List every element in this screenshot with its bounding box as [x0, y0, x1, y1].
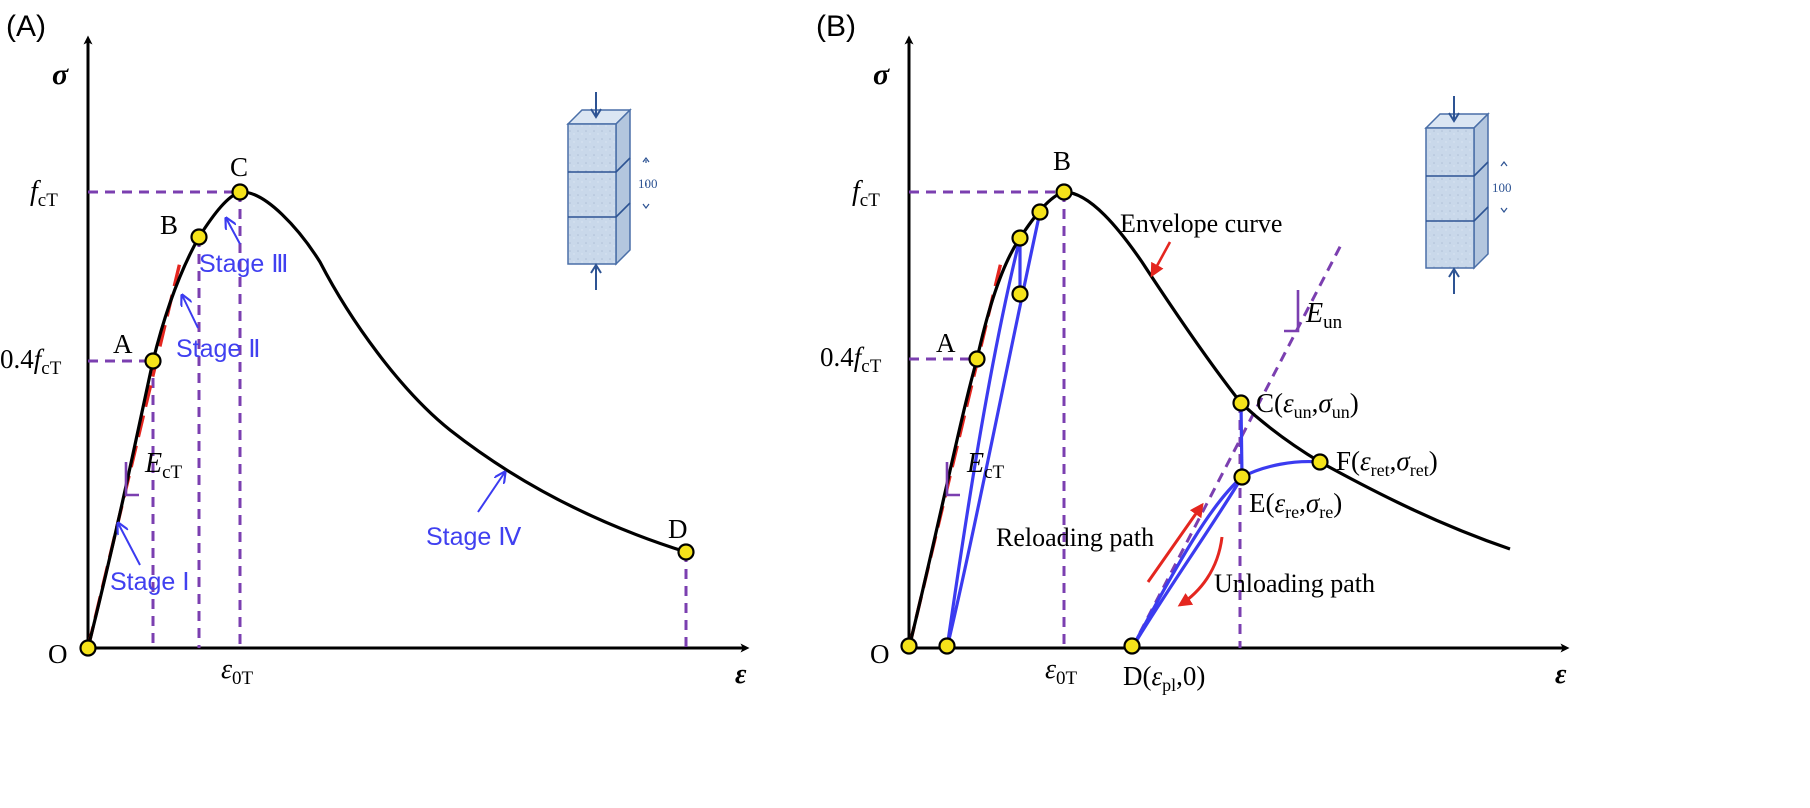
panel-b-unloading-label: Unloading path	[1214, 569, 1375, 598]
panel-b-point-reload-start	[938, 637, 956, 655]
panel-a-specimen: 100	[566, 92, 658, 290]
panel-b-unloading-arrow	[1177, 536, 1224, 607]
panel-b-point-c	[1232, 394, 1250, 412]
panel-b-point-f-label: F(εret,σret)	[1336, 446, 1438, 480]
panel-b-specimen: 100	[1424, 96, 1512, 294]
panel-b-04-stress-label: 0.4fcT	[820, 342, 882, 377]
panel-a-point-c-label: C	[230, 152, 248, 182]
panel-a-stage-labels: Stage Ⅰ Stage Ⅱ Stage Ⅲ Stage Ⅳ	[110, 218, 521, 596]
panel-a-point-b	[190, 228, 208, 246]
panel-a-point-d-label: D	[668, 514, 688, 544]
panel-b-point-1	[1011, 229, 1029, 247]
panel-b-point-c-label: C(εun,σun)	[1256, 388, 1359, 422]
panel-b-peak-strain-label: ε0T	[1045, 654, 1078, 689]
panel-b-point-a-label: A	[936, 328, 956, 358]
panel-b-point-3	[1031, 203, 1049, 221]
panel-a-point-a	[144, 352, 162, 370]
panel-b-epsilon-label: ε	[1555, 659, 1567, 690]
panel-b-point-a	[968, 350, 986, 368]
panel-a-peak-stress-label: fcT	[30, 176, 58, 211]
panel-a-point-o	[79, 639, 97, 657]
panel-a-guides	[88, 190, 688, 648]
panel-a-point-b-label: B	[160, 210, 178, 240]
panel-b-point-2	[1011, 285, 1029, 303]
stage-4-label: Stage Ⅳ	[426, 523, 521, 551]
panel-b-slope-triangle	[945, 462, 960, 497]
panel-b-specimen-dim: 100	[1492, 180, 1512, 195]
panel-a-envelope-curve	[86, 190, 687, 649]
panel-b-unload-modulus-label: Eun	[1305, 298, 1343, 333]
panel-a-specimen-dim: 100	[638, 176, 658, 191]
panel-b-reloading-arrow	[1146, 502, 1204, 583]
panel-b-point-o	[900, 637, 918, 655]
panel-b-envelope-arrow	[1150, 241, 1172, 278]
panel-a-point-a-label: A	[113, 329, 133, 359]
panel-b-point-b	[1055, 183, 1073, 201]
panel-b-envelope-label: Envelope curve	[1120, 209, 1282, 238]
panel-b-point-b-label: B	[1053, 146, 1071, 176]
panel-a-epsilon-label: ε	[735, 659, 747, 690]
panel-a-point-d	[677, 543, 695, 561]
panel-b-guides	[909, 190, 1344, 649]
panel-a-modulus-label: EcT	[144, 448, 183, 483]
panel-b-reloading-label: Reloading path	[996, 523, 1154, 552]
panel-b-modulus-label: EcT	[966, 448, 1005, 483]
panel-a-point-c	[231, 183, 249, 201]
panel-b-label: (B)	[816, 10, 856, 43]
panel-b-point-d	[1123, 637, 1141, 655]
stage-1-label: Stage Ⅰ	[110, 568, 190, 596]
panel-b-sigma-label: σ	[873, 58, 890, 91]
panel-b-point-e	[1233, 468, 1251, 486]
panel-a-slope-triangle	[124, 462, 139, 497]
panel-a: (A) σ ε O EcT fcT 0.4fcT ε0T A B C D	[0, 10, 750, 690]
panel-b-cyclic-paths	[945, 211, 1321, 649]
stage-2-label: Stage Ⅱ	[176, 335, 261, 363]
stage-3-label: Stage Ⅲ	[199, 250, 289, 278]
panel-b: (B) σ ε O EcT	[816, 10, 1570, 695]
panel-b-point-f	[1311, 453, 1329, 471]
panel-b-point-e-label: E(εre,σre)	[1249, 488, 1342, 522]
panel-a-04-stress-label: 0.4fcT	[0, 344, 62, 379]
panel-b-origin-label: O	[870, 639, 890, 669]
panel-b-unload-slope-triangle	[1284, 290, 1300, 333]
panel-b-envelope-curve	[907, 190, 1511, 649]
panel-a-sigma-label: σ	[52, 58, 69, 91]
panel-b-peak-stress-label: fcT	[852, 176, 880, 211]
panel-a-origin-label: O	[48, 639, 68, 669]
panel-b-point-d-label: D(εpl,0)	[1123, 661, 1205, 695]
panel-a-peak-strain-label: ε0T	[221, 654, 254, 689]
panel-a-label: (A)	[6, 10, 46, 43]
